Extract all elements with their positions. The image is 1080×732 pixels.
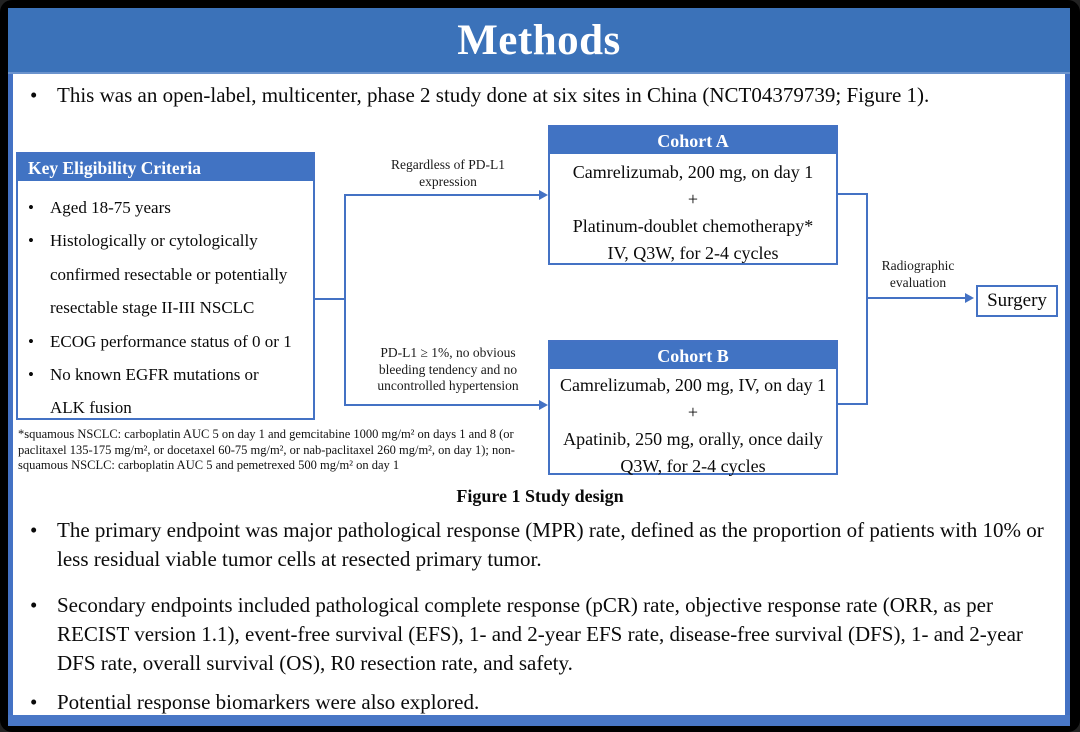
eligibility-list: Aged 18-75 years Histologically or cytol… <box>18 182 313 425</box>
radiographic-evaluation-label: Radiographic evaluation <box>881 258 955 290</box>
page-title: Methods <box>457 16 621 64</box>
surgery-box: Surgery <box>976 285 1058 317</box>
connector-left-vertical-line <box>344 194 346 406</box>
bullet-study-overview: This was an open-label, multicenter, pha… <box>30 81 1060 110</box>
bullet-text: Potential response biomarkers were also … <box>57 690 480 714</box>
arrow-right-icon <box>965 293 974 303</box>
bullet-text: This was an open-label, multicenter, pha… <box>57 83 930 107</box>
cohort-b-body: Camrelizumab, 200 mg, IV, on day 1 + Apa… <box>559 375 827 476</box>
eligibility-item: Aged 18-75 years <box>24 191 309 225</box>
bullet-secondary-endpoints: Secondary endpoints included pathologica… <box>30 591 1060 678</box>
slide-title-bar: Methods <box>8 8 1070 74</box>
bullet-primary-endpoint: The primary endpoint was major pathologi… <box>30 516 1060 574</box>
branch-label-bottom: PD-L1 ≥ 1%, no obvious bleeding tendency… <box>377 345 519 393</box>
bullet-icon <box>30 516 57 574</box>
cohort-a-header: Cohort A <box>550 127 836 155</box>
eligibility-item: Histologically or cytologically confirme… <box>24 224 309 324</box>
branch-label-top: Regardless of PD-L1 expression <box>391 157 505 189</box>
figure-footnote: *squamous NSCLC: carboplatin AUC 5 on da… <box>18 427 515 472</box>
cohort-b-box: Cohort B Camrelizumab, 200 mg, IV, on da… <box>548 340 838 476</box>
figure-caption: Figure 1 Study design <box>456 486 624 506</box>
slide-footer-bar <box>8 715 1070 726</box>
connector-to-cohort-b-line <box>344 404 540 406</box>
eligibility-header: Key Eligibility Criteria <box>18 154 313 182</box>
eligibility-item: No known EGFR mutations or ALK fusion <box>24 358 309 425</box>
eligibility-item: ECOG performance status of 0 or 1 <box>24 325 309 359</box>
connector-stub-line <box>315 298 345 300</box>
bullet-icon <box>30 591 57 678</box>
arrow-right-icon <box>539 190 548 200</box>
surgery-label: Surgery <box>987 290 1047 311</box>
cohort-b-header: Cohort B <box>550 342 836 370</box>
arrow-right-icon <box>539 400 548 410</box>
bullet-text: The primary endpoint was major pathologi… <box>57 518 1044 571</box>
bullet-icon <box>30 81 57 110</box>
connector-to-cohort-a-line <box>344 194 540 196</box>
cohort-b-out-line <box>838 403 868 405</box>
bullet-icon <box>30 688 57 717</box>
bullet-text: Secondary endpoints included pathologica… <box>57 593 1023 675</box>
connector-to-surgery-line <box>866 297 966 299</box>
bullet-biomarkers: Potential response biomarkers were also … <box>30 688 1060 717</box>
eligibility-box: Key Eligibility Criteria Aged 18-75 year… <box>16 152 315 420</box>
cohort-a-body: Camrelizumab, 200 mg, on day 1 + Platinu… <box>572 162 814 263</box>
connector-right-vertical-line <box>866 193 868 405</box>
cohort-a-box: Cohort A Camrelizumab, 200 mg, on day 1 … <box>548 125 838 265</box>
cohort-a-out-line <box>838 193 868 195</box>
